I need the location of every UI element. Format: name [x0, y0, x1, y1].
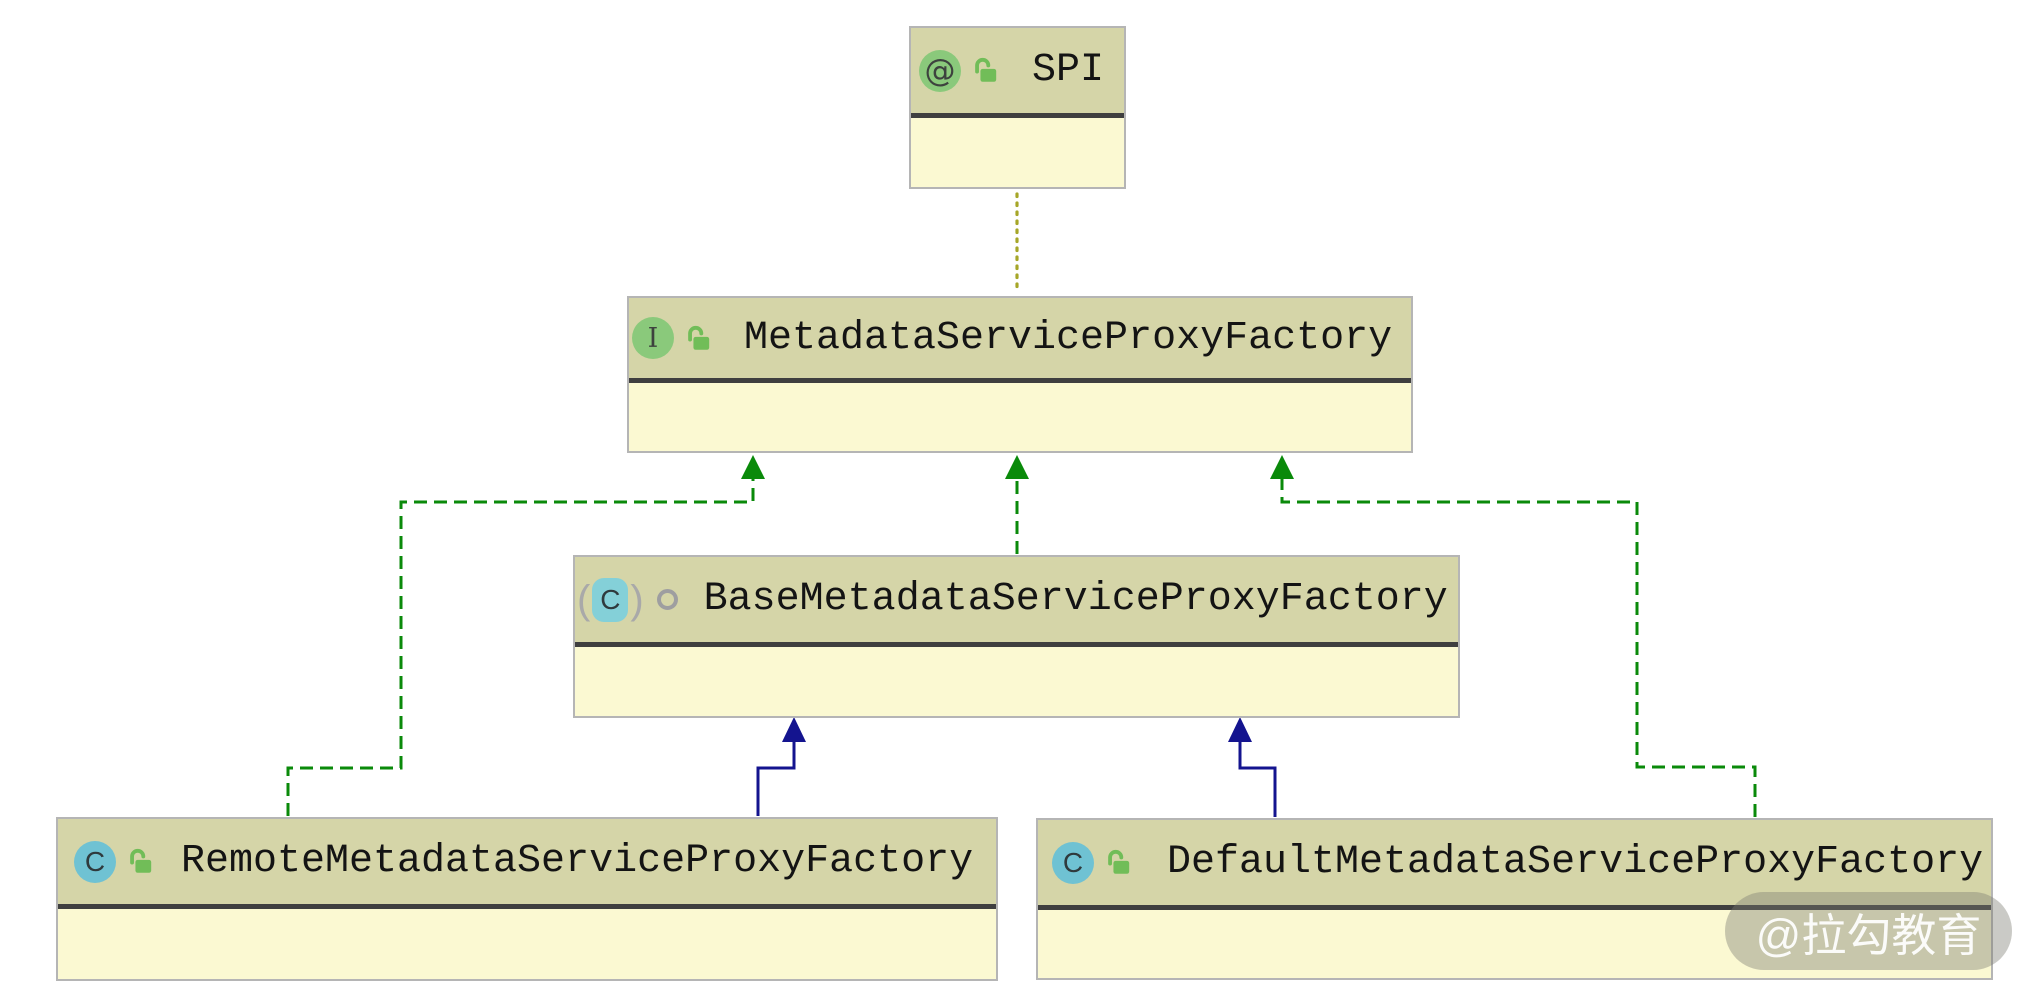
edge-extends-remote[interactable] [756, 741, 796, 816]
class-glyph: C [84, 845, 106, 877]
interface-icon: I [632, 317, 674, 359]
node-header: @ SPI [911, 28, 1124, 118]
node-header: C DefaultMetadataServiceProxyFactory [1038, 820, 1991, 910]
class-glyph: C [600, 583, 621, 615]
node-label: RemoteMetadataServiceProxyFactory [181, 839, 974, 884]
watermark-text: @拉勾教育 [1755, 909, 1982, 961]
class-node-default-metadata-service-proxy-factory[interactable]: C DefaultMetadataServiceProxyFactory [1036, 818, 1993, 980]
unlocked-padlock-icon [975, 57, 997, 82]
node-label: SPI [1032, 48, 1105, 93]
class-glyph: C [1062, 846, 1084, 878]
abstract-class-icon: ( C ) [577, 577, 644, 622]
abstract-paren-left: ( [577, 577, 591, 622]
package-local-ring-icon [656, 589, 678, 610]
node-header: C RemoteMetadataServiceProxyFactory [58, 819, 996, 909]
node-header: I MetadataServiceProxyFactory [629, 298, 1411, 383]
node-header: ( C ) BaseMetadataServiceProxyFactory [575, 557, 1458, 647]
edge-extends-default[interactable] [1238, 741, 1277, 817]
unlocked-padlock-icon [130, 848, 152, 873]
abstract-paren-right: ) [630, 577, 644, 622]
unlocked-padlock-icon [1108, 849, 1130, 874]
watermark-badge: @拉勾教育 [1725, 892, 2012, 970]
interface-glyph: I [647, 322, 659, 354]
abstract-class-badge: C [592, 577, 629, 622]
unlocked-padlock-icon [688, 325, 710, 350]
class-node-metadata-service-proxy-factory[interactable]: I MetadataServiceProxyFactory [627, 296, 1413, 453]
node-label: BaseMetadataServiceProxyFactory [703, 577, 1448, 622]
annotation-glyph: @ [924, 52, 956, 89]
arrowhead-realization-remote [741, 455, 765, 479]
arrowhead-extends-default [1228, 717, 1252, 742]
node-label: MetadataServiceProxyFactory [744, 315, 1393, 361]
arrowhead-realization-default [1270, 455, 1294, 479]
arrowhead-extends-remote [782, 717, 806, 742]
class-node-base-metadata-service-proxy-factory[interactable]: ( C ) BaseMetadataServiceProxyFactory [573, 555, 1460, 718]
class-icon: C [1052, 841, 1094, 884]
class-node-remote-metadata-service-proxy-factory[interactable]: C RemoteMetadataServiceProxyFactory [56, 817, 998, 981]
node-label: DefaultMetadataServiceProxyFactory [1167, 840, 1984, 885]
class-node-spi[interactable]: @ SPI [909, 26, 1126, 189]
arrowhead-realization-base [1005, 455, 1029, 479]
class-icon: C [74, 840, 116, 883]
annotation-icon: @ [919, 49, 961, 92]
